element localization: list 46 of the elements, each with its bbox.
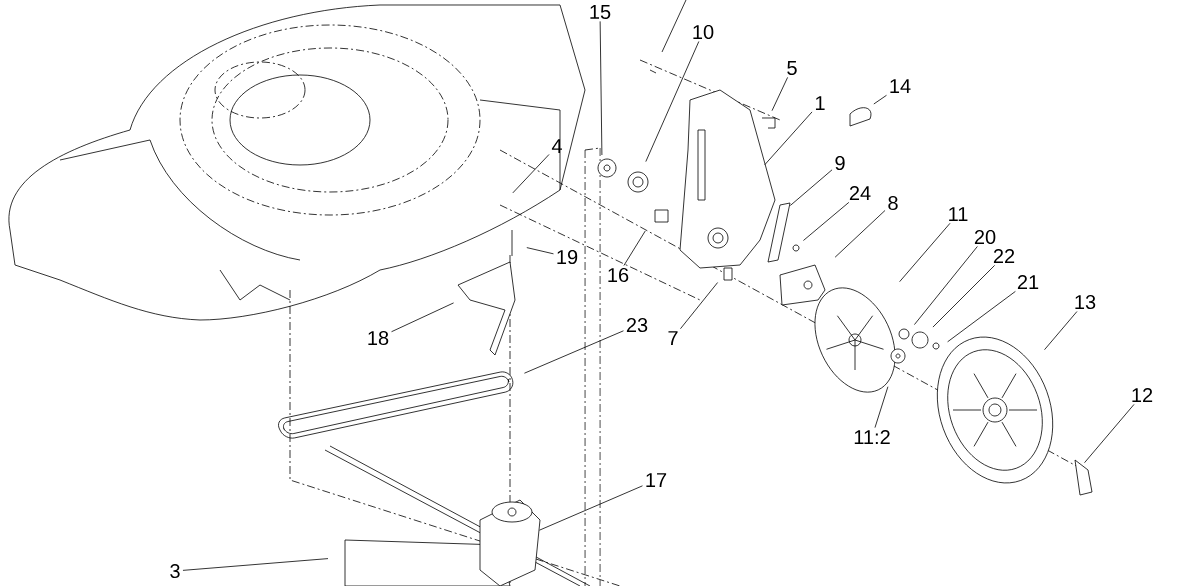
callout-number: 13 (1075, 294, 1096, 310)
callout-number: 24 (849, 186, 871, 200)
leader-line (680, 282, 718, 330)
leader-line (914, 246, 978, 325)
leader-line (873, 94, 887, 105)
leader-line (645, 41, 700, 162)
callout-number: 4 (551, 139, 562, 153)
leader-line (599, 21, 603, 156)
callout-number: 15 (590, 5, 611, 19)
leader-line (526, 247, 554, 255)
callout-number: 16 (608, 267, 629, 283)
callout-number: 5 (787, 61, 797, 75)
callout-number: 9 (835, 155, 845, 171)
callout-number: 3 (170, 563, 180, 579)
callout-number: 1 (815, 96, 825, 110)
callout-number: 22 (993, 249, 1015, 263)
callout-number: 18 (368, 330, 389, 346)
leader-line (789, 169, 833, 206)
leader-line (512, 154, 550, 194)
callout-number: 11 (949, 207, 968, 221)
callout-number: 14 (890, 79, 911, 93)
leader-line (524, 330, 624, 374)
callout-number: 8 (888, 195, 898, 211)
leader-line (834, 210, 886, 258)
leader-line (932, 265, 996, 328)
leader-line (539, 485, 643, 531)
leader-line (764, 111, 813, 166)
leader-line (391, 302, 454, 333)
callout-number: 19 (557, 249, 578, 265)
leader-line (803, 202, 850, 241)
callout-number: 11:2 (854, 430, 890, 444)
callout-number: 10 (693, 24, 714, 40)
callout-number: 17 (646, 473, 667, 487)
leader-line (874, 386, 889, 428)
callout-number: 7 (668, 331, 678, 345)
callout-number: 21 (1017, 275, 1039, 289)
callout-number: 12 (1132, 388, 1153, 402)
callout-number: 20 (974, 229, 996, 245)
callout-number: 23 (626, 317, 648, 333)
leader-line (899, 222, 951, 283)
leader-line (182, 558, 329, 571)
leader-line (623, 230, 646, 266)
leader-line (947, 291, 1016, 343)
leader-line (1044, 311, 1078, 351)
leader-line (1084, 404, 1135, 464)
leader-line (771, 76, 788, 112)
